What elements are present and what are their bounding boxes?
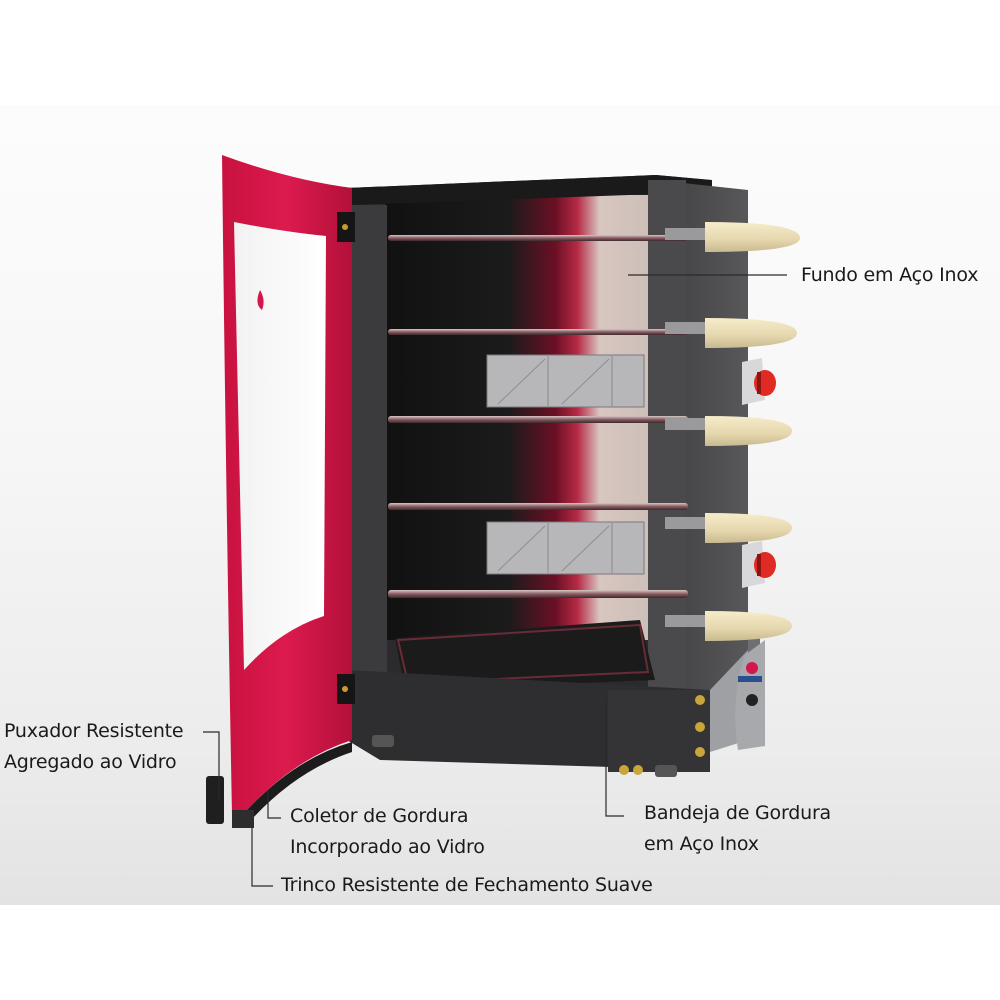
callout-bandeja-de-gordura: Bandeja de Gordura em Aço Inox	[644, 798, 831, 860]
door-flame-logo-icon	[257, 290, 264, 310]
brand-flame-icon	[746, 662, 758, 674]
callout-line: Coletor de Gordura	[290, 805, 469, 827]
door-latch	[232, 810, 254, 828]
curved-glass-door	[206, 155, 355, 828]
callout-line: Fundo em Aço Inox	[801, 264, 979, 286]
door-handle	[206, 776, 224, 824]
callout-puxador-resistente: Puxador Resistente Agregado ao Vidro	[4, 716, 184, 778]
callout-line: Puxador Resistente	[4, 720, 184, 742]
callout-trinco-resistente: Trinco Resistente de Fechamento Suave	[281, 870, 653, 901]
callout-line: Trinco Resistente de Fechamento Suave	[281, 874, 653, 896]
control-knob-upper	[742, 358, 776, 405]
skewer-rods	[388, 235, 688, 598]
heating-element-upper	[486, 354, 645, 408]
callout-line: Bandeja de Gordura	[644, 802, 832, 824]
skewer-handles	[665, 222, 800, 641]
control-knob-lower	[742, 541, 776, 588]
callout-line: Agregado ao Vidro	[4, 751, 177, 773]
callout-coletor-de-gordura: Coletor de Gordura Incorporado ao Vidro	[290, 801, 485, 863]
callout-line: em Aço Inox	[644, 833, 759, 855]
heating-element-lower	[486, 521, 645, 575]
callout-fundo-em-aco-inox: Fundo em Aço Inox	[801, 260, 978, 291]
callout-line: Incorporado ao Vidro	[290, 836, 485, 858]
